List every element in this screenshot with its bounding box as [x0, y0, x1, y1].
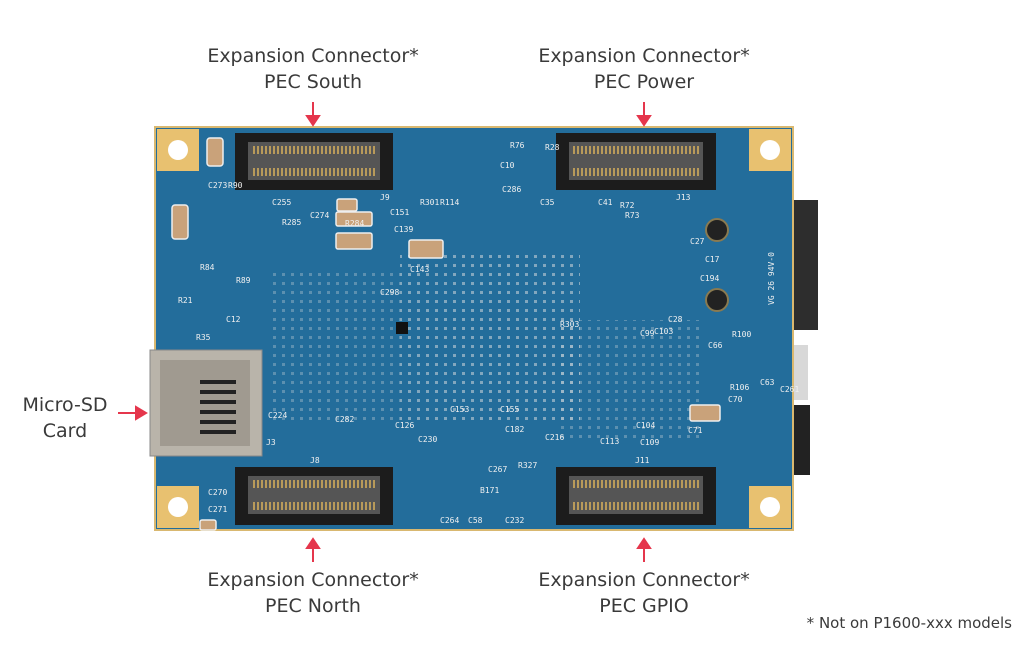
- label-line2: Card: [42, 420, 88, 442]
- silk-part-label: C70: [728, 395, 743, 404]
- silk-part-label: R73: [625, 211, 640, 220]
- silk-marking: VG 26 94V-0: [767, 252, 776, 305]
- silk-j13: J13: [676, 193, 691, 202]
- label-micro-sd: Micro-SD Card: [10, 392, 120, 444]
- silk-j9: J9: [380, 193, 390, 202]
- label-line2: PEC GPIO: [599, 595, 689, 617]
- connector-j13: [556, 133, 716, 190]
- silk-part-label: R285: [282, 218, 301, 227]
- silk-part-label: C232: [505, 516, 524, 525]
- silk-part-label: C41: [598, 198, 613, 207]
- bga-area: [400, 250, 580, 420]
- silk-part-label: R89: [236, 276, 251, 285]
- label-pec-north: Expansion Connector* PEC North: [193, 567, 433, 619]
- label-line1: Expansion Connector*: [207, 45, 419, 67]
- silk-part-label: C216: [545, 433, 564, 442]
- label-line1: Expansion Connector*: [538, 569, 750, 591]
- silk-part-label: C261: [780, 385, 799, 394]
- micro-sd-slot: [149, 349, 263, 457]
- label-line1: Micro-SD: [22, 394, 108, 416]
- mounting-holes: [157, 129, 791, 528]
- silk-j8: J8: [310, 456, 320, 465]
- silk-part-label: R28: [545, 143, 560, 152]
- silk-part-label: C10: [500, 161, 515, 170]
- silk-part-label: R114: [440, 198, 459, 207]
- connector-j8: [235, 467, 393, 525]
- label-line1: Expansion Connector*: [207, 569, 419, 591]
- silk-part-label: R327: [518, 461, 537, 470]
- capacitors: [171, 137, 721, 531]
- silk-part-label: C113: [600, 437, 619, 446]
- silk-part-label: R21: [178, 296, 193, 305]
- silk-part-label: R76: [510, 141, 525, 150]
- silk-part-label: R100: [732, 330, 751, 339]
- silk-part-label: C139: [394, 225, 413, 234]
- silk-part-label: C58: [468, 516, 483, 525]
- silk-part-label: C286: [502, 185, 521, 194]
- silk-part-label: C99: [640, 329, 655, 338]
- silk-part-label: R301: [420, 198, 439, 207]
- component-field: [270, 270, 400, 420]
- silk-part-label: R90: [228, 181, 243, 190]
- silk-part-label: C271: [208, 505, 227, 514]
- silk-part-label: C104: [636, 421, 655, 430]
- silk-part-label: C155: [500, 405, 519, 414]
- connector-j9: [235, 133, 393, 190]
- silk-part-label: C126: [395, 421, 414, 430]
- label-line2: PEC North: [265, 595, 361, 617]
- silk-part-label: C109: [640, 438, 659, 447]
- silk-part-label: C267: [488, 465, 507, 474]
- label-line2: PEC South: [264, 71, 362, 93]
- silk-part-label: C224: [268, 411, 287, 420]
- silk-part-label: C274: [310, 211, 329, 220]
- silk-part-label: C298: [380, 288, 399, 297]
- label-pec-south: Expansion Connector* PEC South: [193, 43, 433, 95]
- silk-part-label: C71: [688, 426, 703, 435]
- silk-part-label: C151: [390, 208, 409, 217]
- component-field: [560, 320, 700, 440]
- footnote: * Not on P1600-xxx models: [806, 614, 1012, 632]
- silk-part-label: R72: [620, 201, 635, 210]
- arrows: [118, 102, 652, 562]
- silk-part-label: C17: [705, 255, 720, 264]
- connector-j11: [556, 467, 716, 525]
- silk-j3: J3: [266, 438, 276, 447]
- silk-part-label: R303: [560, 320, 579, 329]
- silk-part-label: C282: [335, 415, 354, 424]
- jack: [705, 288, 729, 312]
- silk-part-label: C230: [418, 435, 437, 444]
- silk-part-label: C66: [708, 341, 723, 350]
- silk-part-label: R106: [730, 383, 749, 392]
- silk-part-label: C28: [668, 315, 683, 324]
- label-pec-gpio: Expansion Connector* PEC GPIO: [524, 567, 764, 619]
- silk-part-label: B171: [480, 486, 499, 495]
- jack: [705, 218, 729, 242]
- silk-part-label: C182: [505, 425, 524, 434]
- silk-part-label: C12: [226, 315, 241, 324]
- silk-part-label: R35: [196, 333, 211, 342]
- silk-part-label: C63: [760, 378, 775, 387]
- silk-part-label: C143: [410, 265, 429, 274]
- silk-part-label: R84: [200, 263, 215, 272]
- silk-part-label: C194: [700, 274, 719, 283]
- silk-part-label: C35: [540, 198, 555, 207]
- label-line1: Expansion Connector*: [538, 45, 750, 67]
- silk-part-label: C264: [440, 516, 459, 525]
- silk-part-label: C273: [208, 181, 227, 190]
- silk-part-label: R284: [345, 219, 364, 228]
- silk-part-label: C103: [654, 327, 673, 336]
- label-pec-power: Expansion Connector* PEC Power: [524, 43, 764, 95]
- silk-part-label: C153: [450, 405, 469, 414]
- silk-part-label: C270: [208, 488, 227, 497]
- silk-part-label: C27: [690, 237, 705, 246]
- label-line2: PEC Power: [593, 71, 695, 93]
- silk-j11: J11: [635, 456, 650, 465]
- silk-part-label: C255: [272, 198, 291, 207]
